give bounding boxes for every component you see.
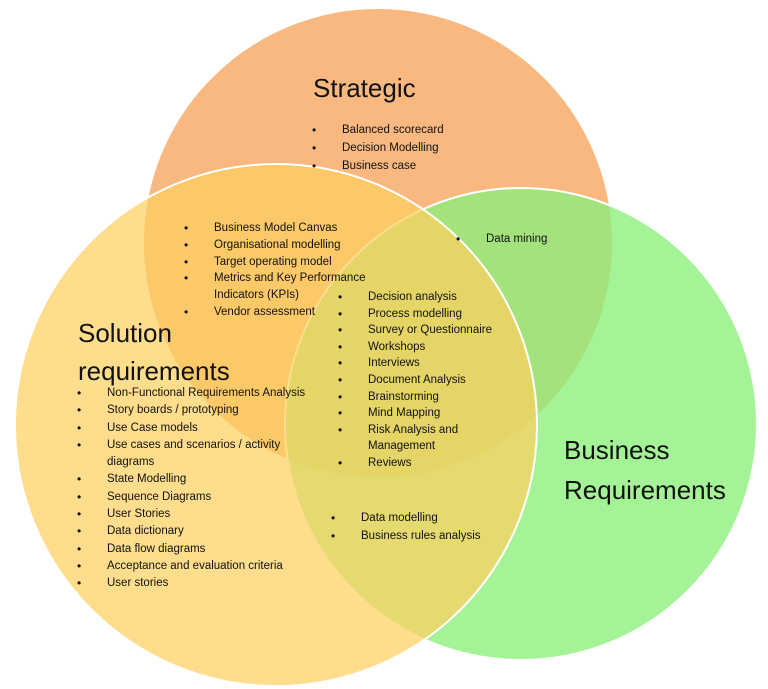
list-item: Workshops bbox=[338, 339, 513, 356]
list-item: Vendor assessment bbox=[184, 304, 374, 321]
solution-business-list: Data modellingBusiness rules analysis bbox=[331, 509, 481, 545]
strategic-title: Strategic bbox=[313, 73, 416, 103]
list-item: Story boards / prototyping bbox=[77, 402, 312, 420]
list-item: Brainstorming bbox=[338, 389, 513, 406]
list-item: Metrics and Key Performance Indicators (… bbox=[184, 270, 374, 304]
list-item: Business rules analysis bbox=[331, 527, 481, 545]
list-item: Survey or Questionnaire bbox=[338, 322, 513, 339]
list-item: Organisational modelling bbox=[184, 237, 374, 254]
list-item: User stories bbox=[77, 575, 312, 593]
list-item: Use cases and scenarios / activity diagr… bbox=[77, 437, 312, 472]
list-item: Business Model Canvas bbox=[184, 220, 374, 237]
list-item: Decision analysis bbox=[338, 289, 513, 306]
list-item: User Stories bbox=[77, 506, 312, 524]
list-item: Decision Modelling bbox=[312, 139, 444, 157]
strategic-business-list: Data mining bbox=[456, 231, 547, 248]
list-item: Document Analysis bbox=[338, 372, 513, 389]
list-item: Process modelling bbox=[338, 306, 513, 323]
list-item: Balanced scorecard bbox=[312, 121, 444, 139]
list-item: Data flow diagrams bbox=[77, 541, 312, 559]
list-item: Data dictionary bbox=[77, 523, 312, 541]
list-item: Reviews bbox=[338, 455, 513, 472]
solution-requirements-title: Solution requirements bbox=[78, 318, 230, 386]
solution-strategic-list: Business Model CanvasOrganisational mode… bbox=[184, 220, 374, 321]
list-item: Mind Mapping bbox=[338, 405, 513, 422]
list-item: Risk Analysis and Management bbox=[338, 422, 513, 455]
strategic-list: Balanced scorecardDecision ModellingBusi… bbox=[312, 121, 444, 175]
list-item: Target operating model bbox=[184, 254, 374, 271]
list-item: Data modelling bbox=[331, 509, 481, 527]
list-item: Business case bbox=[312, 157, 444, 175]
solution-requirements-list: Non-Functional Requirements AnalysisStor… bbox=[77, 385, 312, 593]
list-item: Interviews bbox=[338, 355, 513, 372]
list-item: Non-Functional Requirements Analysis bbox=[77, 385, 312, 403]
list-item: Data mining bbox=[456, 231, 547, 248]
list-item: Acceptance and evaluation criteria bbox=[77, 558, 312, 576]
list-item: State Modelling bbox=[77, 471, 312, 489]
business-requirements-title: Business Requirements bbox=[564, 435, 726, 505]
list-item: Use Case models bbox=[77, 420, 312, 438]
core-techniques-list: Decision analysisProcess modellingSurvey… bbox=[338, 289, 513, 472]
list-item: Sequence Diagrams bbox=[77, 489, 312, 507]
